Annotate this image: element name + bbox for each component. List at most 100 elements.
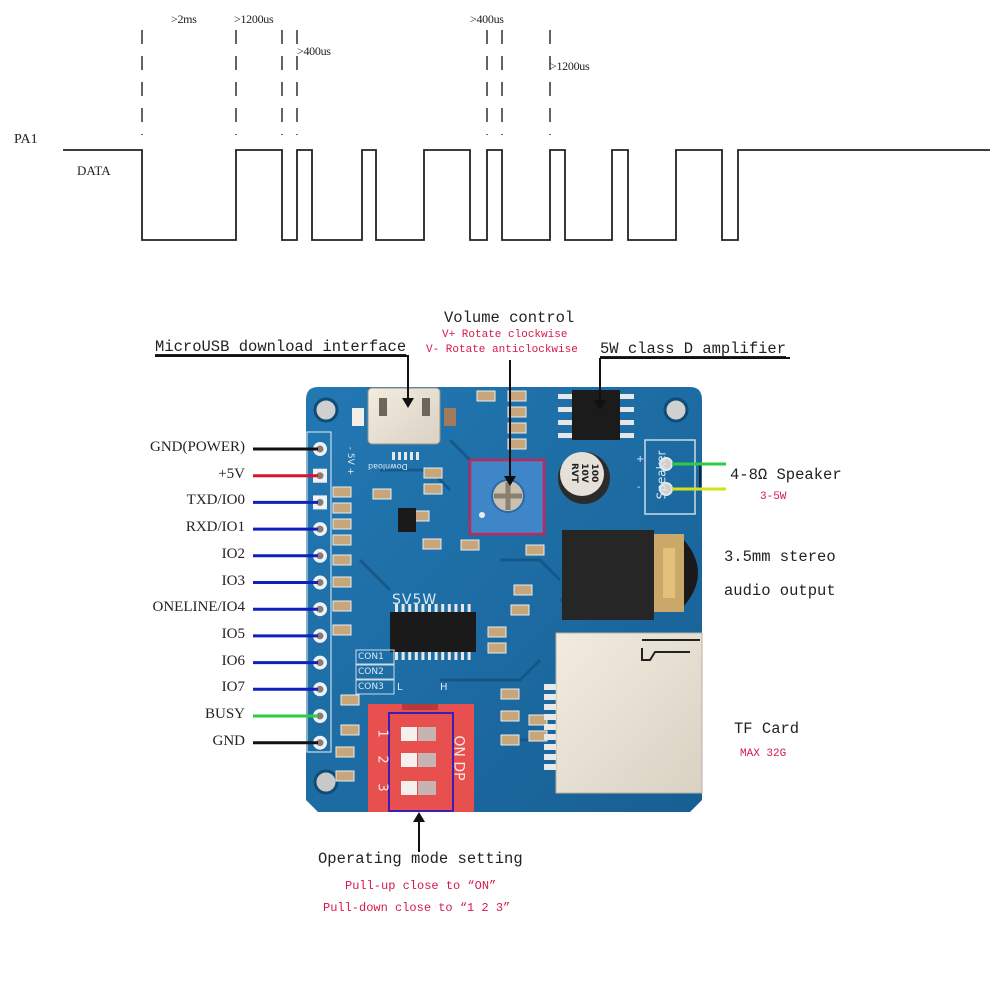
data-waveform — [63, 149, 990, 241]
chip-pin — [467, 604, 471, 612]
dip-slider — [401, 781, 417, 795]
header-pin-hole — [316, 472, 324, 480]
con-labels: CON1 CON2 CON3 — [358, 650, 384, 695]
tf-card-slot — [544, 632, 703, 794]
tf-pin — [544, 754, 556, 760]
chip-pin — [428, 604, 431, 612]
dip-highlight-box — [388, 712, 454, 812]
smd-component — [332, 624, 352, 636]
header-pin-hole — [316, 739, 324, 747]
chip-pin — [454, 652, 458, 660]
callout-mode-title: Operating mode setting — [318, 850, 523, 868]
silk-speaker-plus: + — [636, 454, 645, 465]
pin-label: GND — [212, 732, 246, 749]
capacitor-label: 100 10V RVT — [569, 455, 599, 491]
header-pin-hole — [316, 605, 324, 613]
callout-mode-line1: Pull-up close to “ON” — [345, 879, 497, 893]
arrow-down-icon — [594, 400, 606, 410]
smd-component — [332, 554, 352, 566]
smd-component — [423, 483, 443, 495]
audio-jack — [562, 530, 698, 620]
smd-component — [423, 467, 443, 479]
silk-power-label: - 5V + — [345, 446, 356, 476]
timing-markers — [141, 30, 551, 135]
smd-component — [513, 584, 533, 596]
con-label: CON1 — [358, 652, 384, 662]
pin-label: IO7 — [221, 679, 245, 696]
smd-component — [476, 390, 496, 402]
dip-switch — [368, 704, 474, 812]
smd-component — [332, 534, 352, 546]
pin-label: IO6 — [221, 652, 245, 669]
tf-pin — [544, 764, 556, 770]
header-pin-hole — [316, 685, 324, 693]
arrow-heads — [402, 398, 606, 822]
callout-audio-line2: audio output — [724, 582, 836, 600]
amplifier-leader — [599, 357, 790, 402]
microusb-leader — [155, 355, 409, 400]
callout-volume-minus: V- Rotate anticlockwise — [426, 344, 578, 356]
timing-annotation: >400us — [297, 44, 331, 58]
callout-amplifier: 5W class D amplifier — [600, 340, 787, 358]
chip-pin — [421, 604, 425, 612]
regulator-chip — [398, 508, 416, 532]
chip-pin — [395, 604, 398, 612]
chip-pin — [461, 652, 464, 660]
silk-speaker-label: Speaker — [654, 450, 669, 500]
dip-level-high: H — [440, 682, 448, 693]
pin-label: +5V — [218, 465, 245, 482]
electrolytic-capacitor — [558, 452, 610, 504]
timing-annotation: >1200us — [550, 59, 590, 73]
chip-pin — [414, 604, 418, 612]
header-pins — [313, 442, 327, 750]
tf-pin — [544, 734, 556, 740]
silk-speaker-minus: - — [637, 482, 641, 493]
signal-name: PA1 — [14, 132, 38, 147]
dip-side-text: ON DP — [450, 735, 467, 781]
mounting-holes — [313, 397, 689, 795]
smd-component — [507, 422, 527, 434]
smd-component — [500, 710, 520, 722]
header-pin-hole — [316, 659, 324, 667]
tf-pin — [544, 724, 556, 730]
microusb-connector — [352, 387, 456, 460]
pin-label: RXD/IO1 — [185, 519, 245, 536]
capacitor-text: 100 — [589, 463, 599, 483]
tf-pin — [544, 744, 556, 750]
chip-pin — [434, 652, 438, 660]
smd-component — [372, 488, 392, 500]
smd-component — [507, 406, 527, 418]
capacitor-text: RVT — [569, 462, 579, 484]
tf-pin — [544, 704, 556, 710]
tf-pin — [544, 714, 556, 720]
smd-component — [335, 746, 355, 758]
timing-annotation: >2ms — [171, 12, 197, 26]
main-decoder-chip — [390, 604, 476, 660]
header-pin-hole — [316, 552, 324, 560]
callout-microusb: MicroUSB download interface — [155, 338, 407, 356]
chip-pin — [454, 604, 458, 612]
arrow-up-icon — [413, 812, 425, 822]
silk-download-label: Download — [368, 462, 408, 471]
smd-component — [507, 438, 527, 450]
header-pin-hole — [316, 712, 324, 720]
smd-component — [507, 390, 527, 402]
chip-pin — [395, 652, 398, 660]
header-pin-hole — [316, 498, 324, 506]
header-pin-hole — [316, 525, 324, 533]
chip-pin — [441, 604, 445, 612]
smd-component — [510, 604, 530, 616]
timing-annotation: >1200us — [234, 12, 274, 26]
smd-component — [500, 734, 520, 746]
smd-components — [332, 390, 548, 782]
smd-component — [422, 538, 442, 550]
mounting-hole — [313, 769, 339, 795]
smd-component — [332, 502, 352, 514]
capacitor-text: 10V — [579, 463, 589, 483]
chip-pin — [408, 604, 412, 612]
chip-pin — [408, 652, 412, 660]
smd-component — [335, 770, 355, 782]
dip-number: 2 — [374, 755, 390, 764]
chip-pin — [447, 604, 451, 612]
